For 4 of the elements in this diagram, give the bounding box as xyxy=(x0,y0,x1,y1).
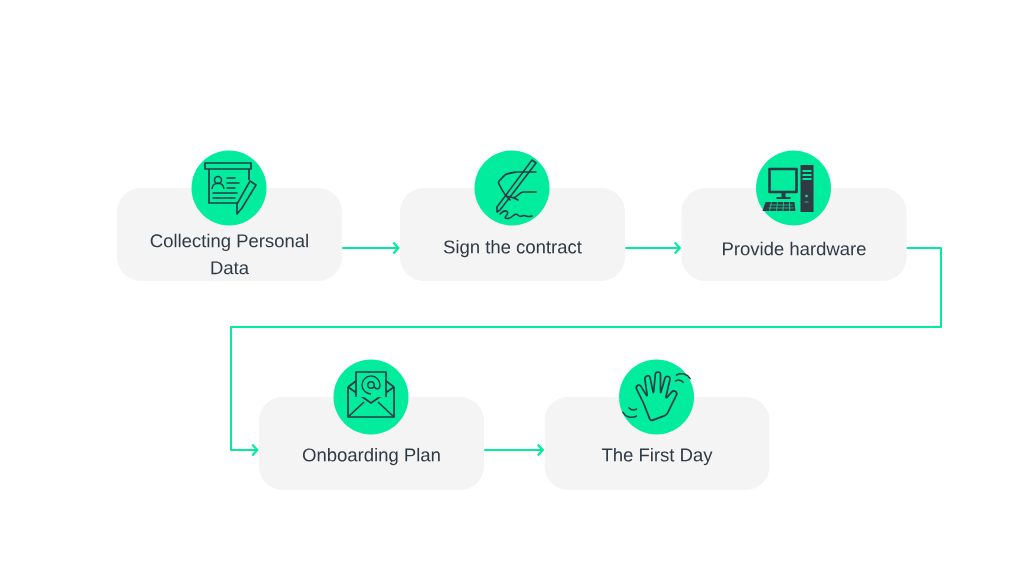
arrow xyxy=(341,241,400,255)
arrow xyxy=(230,247,942,457)
arrow xyxy=(624,241,682,255)
arrow xyxy=(483,443,545,457)
